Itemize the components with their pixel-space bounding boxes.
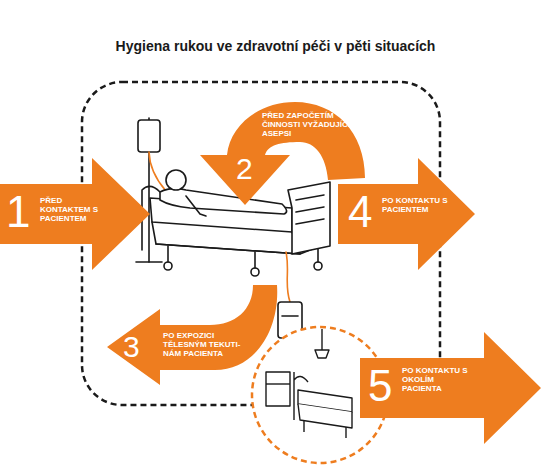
situation-label: PO KONTAKTU S OKOLÍM PACIENTA [402, 366, 468, 394]
situation-label: PO KONTAKTU S PACIENTEM [382, 196, 454, 214]
arrow-fill [338, 158, 475, 270]
situation-arrow: 1 PŘED KONTAKTEM S PACIENTEM [0, 158, 150, 270]
situation-label: PŘED ZAPOČETÍM ČINNOSTI VYŽADUJÍCÍ ASEPS… [262, 111, 354, 139]
situation-number: 3 [123, 330, 140, 363]
arrow-fill [107, 285, 277, 385]
arrow-fill [360, 332, 541, 444]
situation-number: 4 [348, 188, 372, 236]
situation-number: 5 [368, 362, 392, 410]
arrow-fill [0, 158, 150, 270]
situation-number: 2 [236, 152, 253, 185]
situation-label: PO EXPOZICI TĚLESNÝM TEKUTI- NÁM PACIENT… [163, 331, 249, 359]
situation-arrow: 3 PO EXPOZICI TĚLESNÝM TEKUTI- NÁM PACIEN… [105, 285, 280, 385]
diagram-title: Hygiena rukou ve zdravotní péči v pěti s… [0, 38, 551, 54]
situation-label: PŘED KONTAKTEM S PACIENTEM [40, 196, 102, 224]
surroundings-bed [266, 329, 352, 438]
situation-arrow: 5 PO KONTAKTU S OKOLÍM PACIENTA [360, 332, 541, 444]
situation-number: 1 [6, 188, 30, 236]
situation-arrow: 4 PO KONTAKTU S PACIENTEM [338, 158, 475, 270]
